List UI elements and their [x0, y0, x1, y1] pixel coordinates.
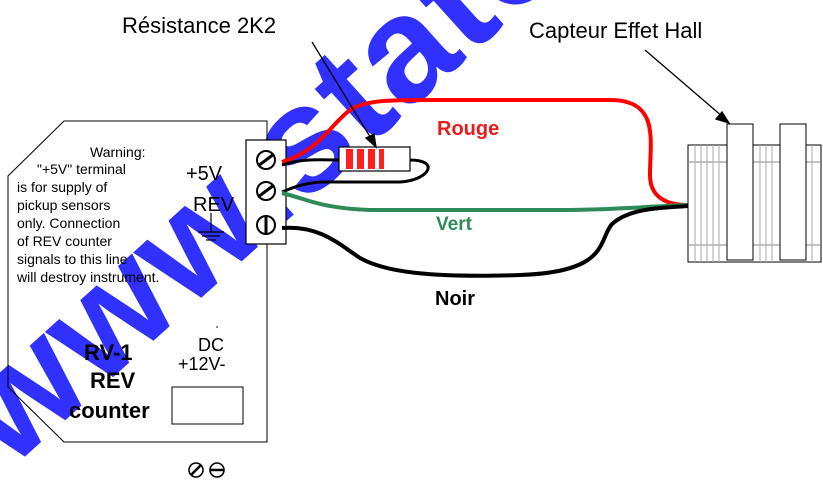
wire-resistor-lead	[281, 158, 340, 167]
screw-terminal-plus5v[interactable]	[256, 150, 276, 170]
wire-label-green: Vert	[436, 214, 473, 235]
power-label: DC	[198, 335, 224, 355]
resistor	[338, 146, 411, 172]
mounting-screw-icon	[188, 462, 204, 478]
warning-line: "+5V" terminal	[37, 161, 126, 177]
warning-line: Warning:	[90, 144, 146, 160]
resistor-label: Résistance 2K2	[122, 13, 276, 38]
device-name-line: counter	[69, 398, 150, 423]
warning-line: is for supply of	[17, 179, 107, 195]
warning-text: Warning: "+5V" terminal is for supply of…	[16, 144, 159, 285]
terminal-label-rev: REV	[193, 194, 235, 216]
dot-mark	[216, 326, 218, 328]
sensor-leader-arrow	[644, 49, 731, 125]
warning-line: will destroy instrument.	[16, 269, 159, 285]
wire-green	[281, 191, 689, 212]
device-name-line: REV	[90, 368, 136, 393]
wire-black	[281, 204, 689, 278]
power-label: +12V-	[178, 354, 226, 374]
screw-terminal-ground[interactable]	[256, 215, 276, 235]
wire-resistor-return	[281, 158, 430, 194]
sensor-label: Capteur Effet Hall	[529, 18, 702, 43]
warning-line: of REV counter	[17, 233, 112, 249]
wire-label-red: Rouge	[437, 118, 499, 140]
device-name-line: RV-1	[84, 340, 133, 365]
resistor-leader-arrow	[311, 41, 377, 149]
device-housing	[7, 120, 268, 443]
screw-terminal-rev[interactable]	[256, 181, 276, 201]
hall-sensor-icon	[687, 123, 822, 263]
ground-icon	[198, 213, 224, 241]
wire-red	[281, 98, 689, 207]
mounting-screw-icon	[209, 462, 225, 478]
warning-line: pickup sensors	[17, 197, 110, 213]
terminal-label-plus5v: +5V	[186, 163, 223, 185]
warning-line: only. Connection	[17, 215, 120, 231]
wire-label-black: Noir	[435, 288, 475, 310]
power-connector	[171, 386, 244, 425]
warning-line: signals to this line	[17, 251, 128, 267]
